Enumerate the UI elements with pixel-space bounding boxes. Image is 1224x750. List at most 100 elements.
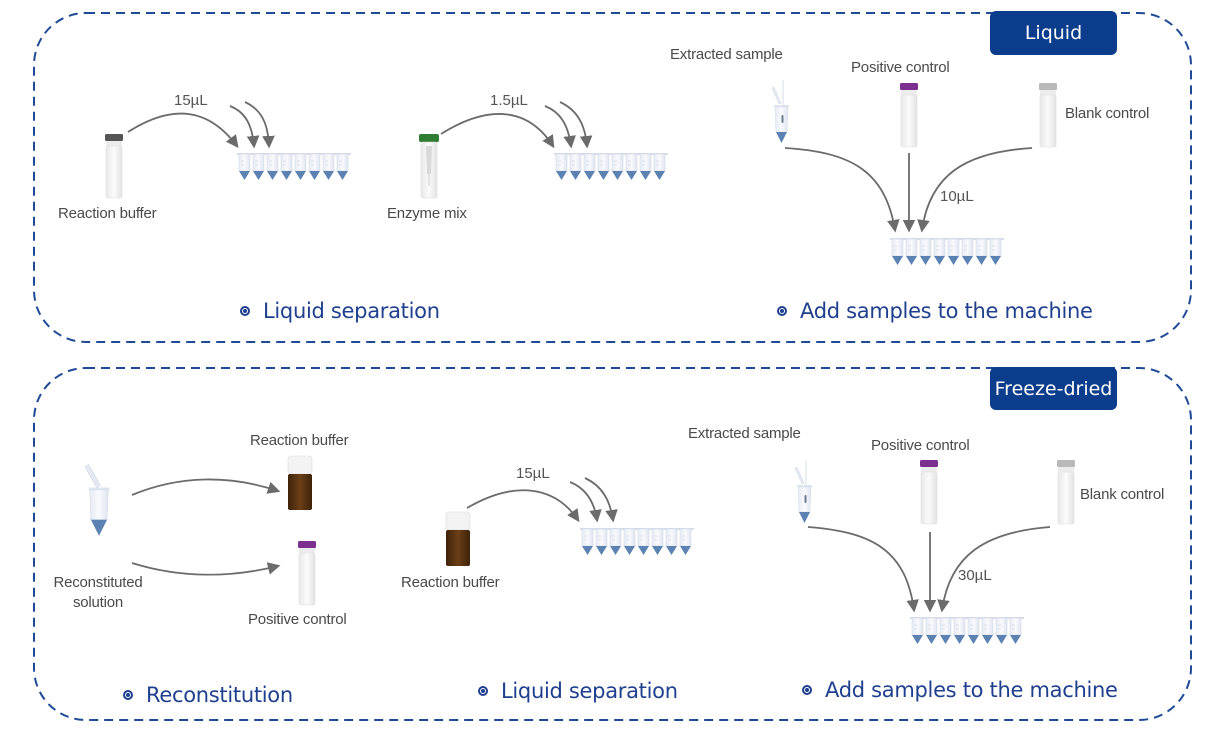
label-positive-control: Positive control <box>851 59 950 76</box>
label-line: solution <box>72 594 124 611</box>
arrow-into-strip <box>569 481 602 523</box>
tube-rim <box>774 105 789 107</box>
tube-body <box>89 489 109 521</box>
tube-tip <box>934 256 945 265</box>
arrow-into-strip <box>244 101 275 149</box>
strip-rim <box>580 528 694 530</box>
tube-cap <box>920 460 938 467</box>
tube-tip <box>624 546 635 555</box>
tube-tip <box>990 256 1001 265</box>
pcr-strip-panel2-b <box>910 617 1024 644</box>
tube-tip <box>892 256 903 265</box>
pcr-tube <box>280 153 293 172</box>
pcr-strip-panel1-a <box>237 153 351 180</box>
tube-tip <box>996 635 1007 644</box>
step-liquid-separation-fd: Liquid separation <box>478 679 678 703</box>
tube-tip <box>680 546 691 555</box>
pcr-tube <box>639 153 652 172</box>
step-title: Liquid separation <box>501 679 678 703</box>
pcr-tube <box>625 153 638 172</box>
pcr-tube <box>989 238 1002 257</box>
step-title: Reconstitution <box>146 683 293 707</box>
arrow-reaction-buffer-to-strip <box>127 112 239 149</box>
pcr-tube <box>583 153 596 172</box>
tube-tip <box>926 635 937 644</box>
step-add-samples: Add samples to the machine <box>777 299 1093 323</box>
tube-tip <box>666 546 677 555</box>
label-reconstituted-solution: Reconstituted solution <box>38 573 158 613</box>
panel-freeze-dried-border <box>33 367 1192 721</box>
tube-collar <box>921 467 937 472</box>
tube-tip <box>582 546 593 555</box>
arrow-into-strip <box>544 105 576 149</box>
pcr-tube <box>911 617 924 636</box>
step-add-samples-fd: Add samples to the machine <box>802 678 1118 702</box>
extracted-sample-tube-icon <box>771 80 789 143</box>
pcr-tube <box>939 617 952 636</box>
pcr-tube <box>294 153 307 172</box>
reaction-buffer-tube-icon <box>105 134 123 199</box>
arrow-into-strip <box>229 105 260 149</box>
step-liquid-separation: Liquid separation <box>240 299 440 323</box>
vial-cap <box>287 455 313 475</box>
tube-tip <box>776 132 787 143</box>
pcr-tube <box>679 528 692 547</box>
bullet-icon <box>777 306 787 316</box>
tube-tip <box>962 256 973 265</box>
panel-liquid-border <box>33 12 1192 343</box>
label-reaction-buffer: Reaction buffer <box>58 205 157 222</box>
pcr-tube <box>266 153 279 172</box>
arrow-blank-to-strip <box>937 526 1051 613</box>
tube-body <box>105 145 123 199</box>
arrow-to-positive-control <box>131 562 281 576</box>
pcr-tube <box>981 617 994 636</box>
pcr-strip-panel1-b <box>554 153 668 180</box>
tube-tip <box>239 171 250 180</box>
tube-body <box>1039 94 1057 148</box>
bullet-icon <box>802 685 812 695</box>
pcr-tube <box>238 153 251 172</box>
tube-tip <box>584 171 595 180</box>
tube-tip <box>337 171 348 180</box>
tube-cap <box>900 83 918 90</box>
tube-cap <box>105 134 123 141</box>
pcr-tube <box>308 153 321 172</box>
sample-mark <box>804 495 807 503</box>
label-extracted-sample-fd: Extracted sample <box>688 425 801 442</box>
pcr-tube <box>611 153 624 172</box>
tube-tip <box>612 171 623 180</box>
tube-tip <box>954 635 965 644</box>
enzyme-mix-tube-icon <box>419 134 439 199</box>
pcr-tube <box>947 238 960 257</box>
tube-tip <box>598 171 609 180</box>
tube-rim <box>88 487 110 491</box>
pcr-strip-panel2-a <box>580 528 694 555</box>
tube-cap <box>298 541 316 548</box>
tube-tip <box>948 256 959 265</box>
tube-tip <box>976 256 987 265</box>
pcr-tube <box>637 528 650 547</box>
tube-cap <box>419 134 439 142</box>
tube-cap <box>1057 460 1075 467</box>
label-extracted-sample: Extracted sample <box>670 46 783 63</box>
tube-tip <box>253 171 264 180</box>
tube-tip <box>626 171 637 180</box>
pcr-tube <box>252 153 265 172</box>
positive-control-tube-icon <box>920 460 938 525</box>
tube-tip <box>1010 635 1021 644</box>
label-enzyme-mix: Enzyme mix <box>387 205 467 222</box>
pcr-tube <box>919 238 932 257</box>
tube-collar <box>299 548 315 553</box>
tube-lid <box>771 86 782 105</box>
badge-liquid: Liquid <box>990 11 1117 55</box>
tube-tip <box>309 171 320 180</box>
arrow-into-strip <box>559 101 593 149</box>
tube-tip <box>652 546 663 555</box>
tube-tip <box>982 635 993 644</box>
tube-tip <box>570 171 581 180</box>
pcr-tube <box>925 617 938 636</box>
tube-body <box>298 552 316 606</box>
tube-tip <box>267 171 278 180</box>
tube-tip <box>912 635 923 644</box>
